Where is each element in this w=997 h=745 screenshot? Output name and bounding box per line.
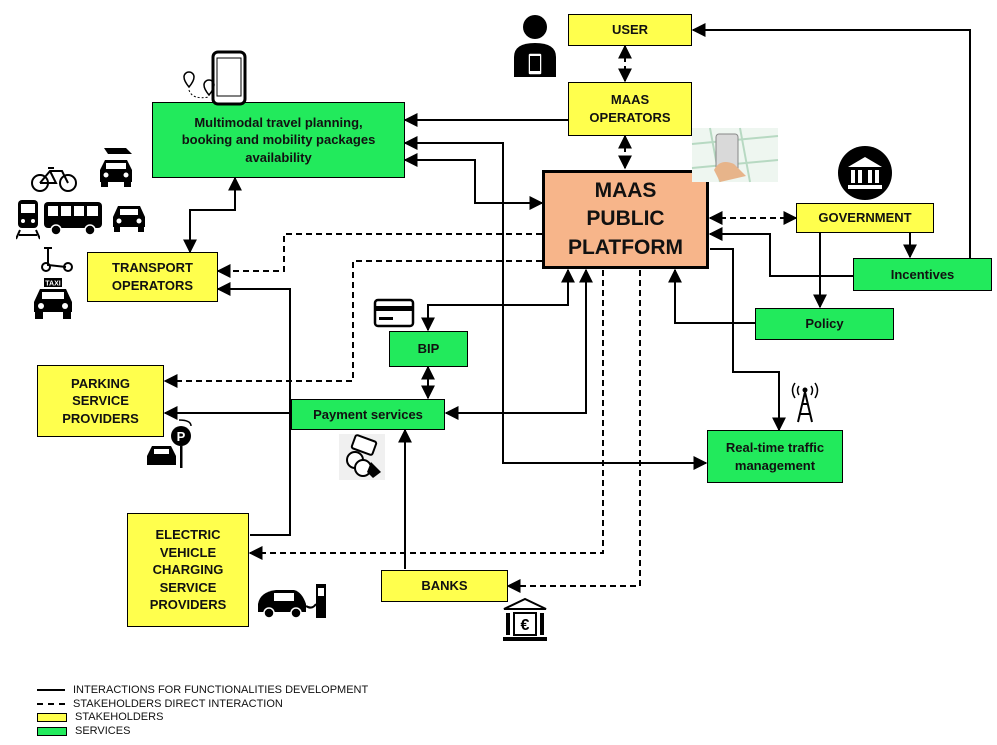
link-platform-banks [506, 270, 641, 593]
node-policy: Policy [755, 308, 894, 340]
node-ev-charging-providers: ELECTRIC VEHICLE CHARGING SERVICE PROVID… [127, 513, 249, 627]
link-platform-transport [216, 233, 542, 278]
node-user: USER [568, 14, 692, 46]
link-platform-ev [248, 270, 604, 560]
parking-car-icon: P [147, 419, 192, 468]
link-platform-realtime [710, 248, 786, 432]
user-person-icon [514, 15, 556, 77]
credit-card-icon [373, 298, 415, 328]
legend-stakeholders-label: STAKEHOLDERS [75, 711, 164, 723]
money-coins-icon [339, 434, 385, 480]
node-parking-service-providers: PARKING SERVICE PROVIDERS [37, 365, 164, 437]
cell-tower-icon [791, 382, 819, 423]
node-real-time-traffic: Real-time traffic management [707, 430, 843, 483]
smartphone-icon [211, 50, 247, 106]
smartphone-map-hand-icon [691, 127, 779, 183]
link-multimodal-transport [183, 176, 242, 254]
bank-euro-icon: € [503, 597, 547, 641]
government-building-icon [838, 146, 892, 200]
node-maas-public-platform: MAAS PUBLIC PLATFORM [542, 170, 709, 269]
map-pins-icon [183, 71, 215, 99]
taxi-sign-label: TAXI [45, 281, 60, 288]
svg-text:€: € [521, 617, 530, 634]
node-bip: BIP [389, 331, 468, 367]
link-user-incentives [691, 23, 971, 272]
link-platform-parking [163, 260, 542, 388]
legend-solid-label: INTERACTIONS FOR FUNCTIONALITIES DEVELOP… [73, 684, 369, 696]
node-incentives: Incentives [853, 258, 992, 291]
node-banks: BANKS [381, 570, 508, 602]
dashed-line-swatch [37, 703, 65, 705]
kick-scooter-icon [41, 247, 73, 272]
legend-dashed-line: STAKEHOLDERS DIRECT INTERACTION [37, 698, 283, 710]
solid-line-swatch [37, 689, 65, 691]
stakeholders-swatch [37, 712, 67, 722]
car-icon [113, 206, 145, 232]
link-ev-transport [216, 282, 291, 536]
node-payment-services: Payment services [291, 399, 445, 430]
link-multimodal-platform [403, 153, 544, 210]
node-transport-operators: TRANSPORT OPERATORS [87, 252, 218, 302]
node-multimodal-planning: Multimodal travel planning, booking and … [152, 102, 405, 178]
node-government: GOVERNMENT [796, 203, 934, 233]
link-incentives-platform [708, 227, 853, 277]
legend-services-label: SERVICES [75, 725, 131, 737]
bicycle-icon [31, 167, 77, 192]
legend-solid-line: INTERACTIONS FOR FUNCTIONALITIES DEVELOP… [37, 684, 368, 696]
link-payment-platform [444, 268, 593, 420]
electric-car-charging-icon [258, 584, 326, 619]
svg-text:P: P [177, 429, 186, 444]
link-policy-platform [668, 268, 755, 324]
legend-stakeholders: STAKEHOLDERS [37, 711, 163, 723]
node-maas-operators: MAAS OPERATORS [568, 82, 692, 136]
train-icon [16, 200, 40, 240]
car-driver-icon [100, 148, 132, 187]
services-swatch [37, 726, 67, 736]
taxi-icon: TAXI [34, 278, 72, 319]
bus-icon [44, 202, 102, 236]
legend-dashed-label: STAKEHOLDERS DIRECT INTERACTION [73, 698, 283, 710]
link-bip-platform [421, 268, 575, 332]
legend-services: SERVICES [37, 725, 130, 737]
